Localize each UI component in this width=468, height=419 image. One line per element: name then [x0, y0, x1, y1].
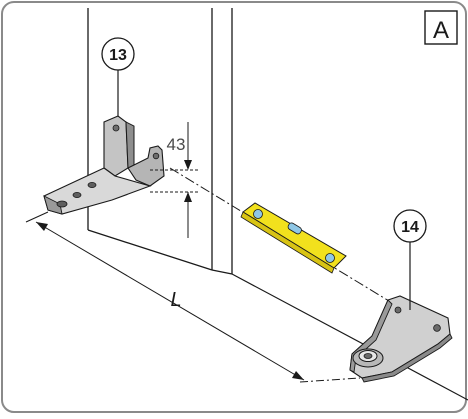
- spirit-level: [240, 202, 347, 274]
- floor-line: [231, 273, 468, 401]
- callout-13-text: 13: [109, 47, 127, 64]
- dimension-length: L: [25, 211, 361, 383]
- dimension-43-text: 43: [167, 135, 186, 154]
- bracket-top: [43, 115, 165, 215]
- panel-label: A: [424, 10, 458, 45]
- callout-13: 13: [101, 37, 135, 116]
- dimension-length-text: L: [170, 289, 181, 311]
- dimension-43: 43: [150, 122, 200, 238]
- callout-14-text: 14: [401, 219, 419, 236]
- panel-label-text: A: [433, 17, 449, 44]
- bracket-floor: [349, 295, 453, 383]
- callout-14: 14: [393, 209, 427, 310]
- door-jamb: [87, 8, 233, 275]
